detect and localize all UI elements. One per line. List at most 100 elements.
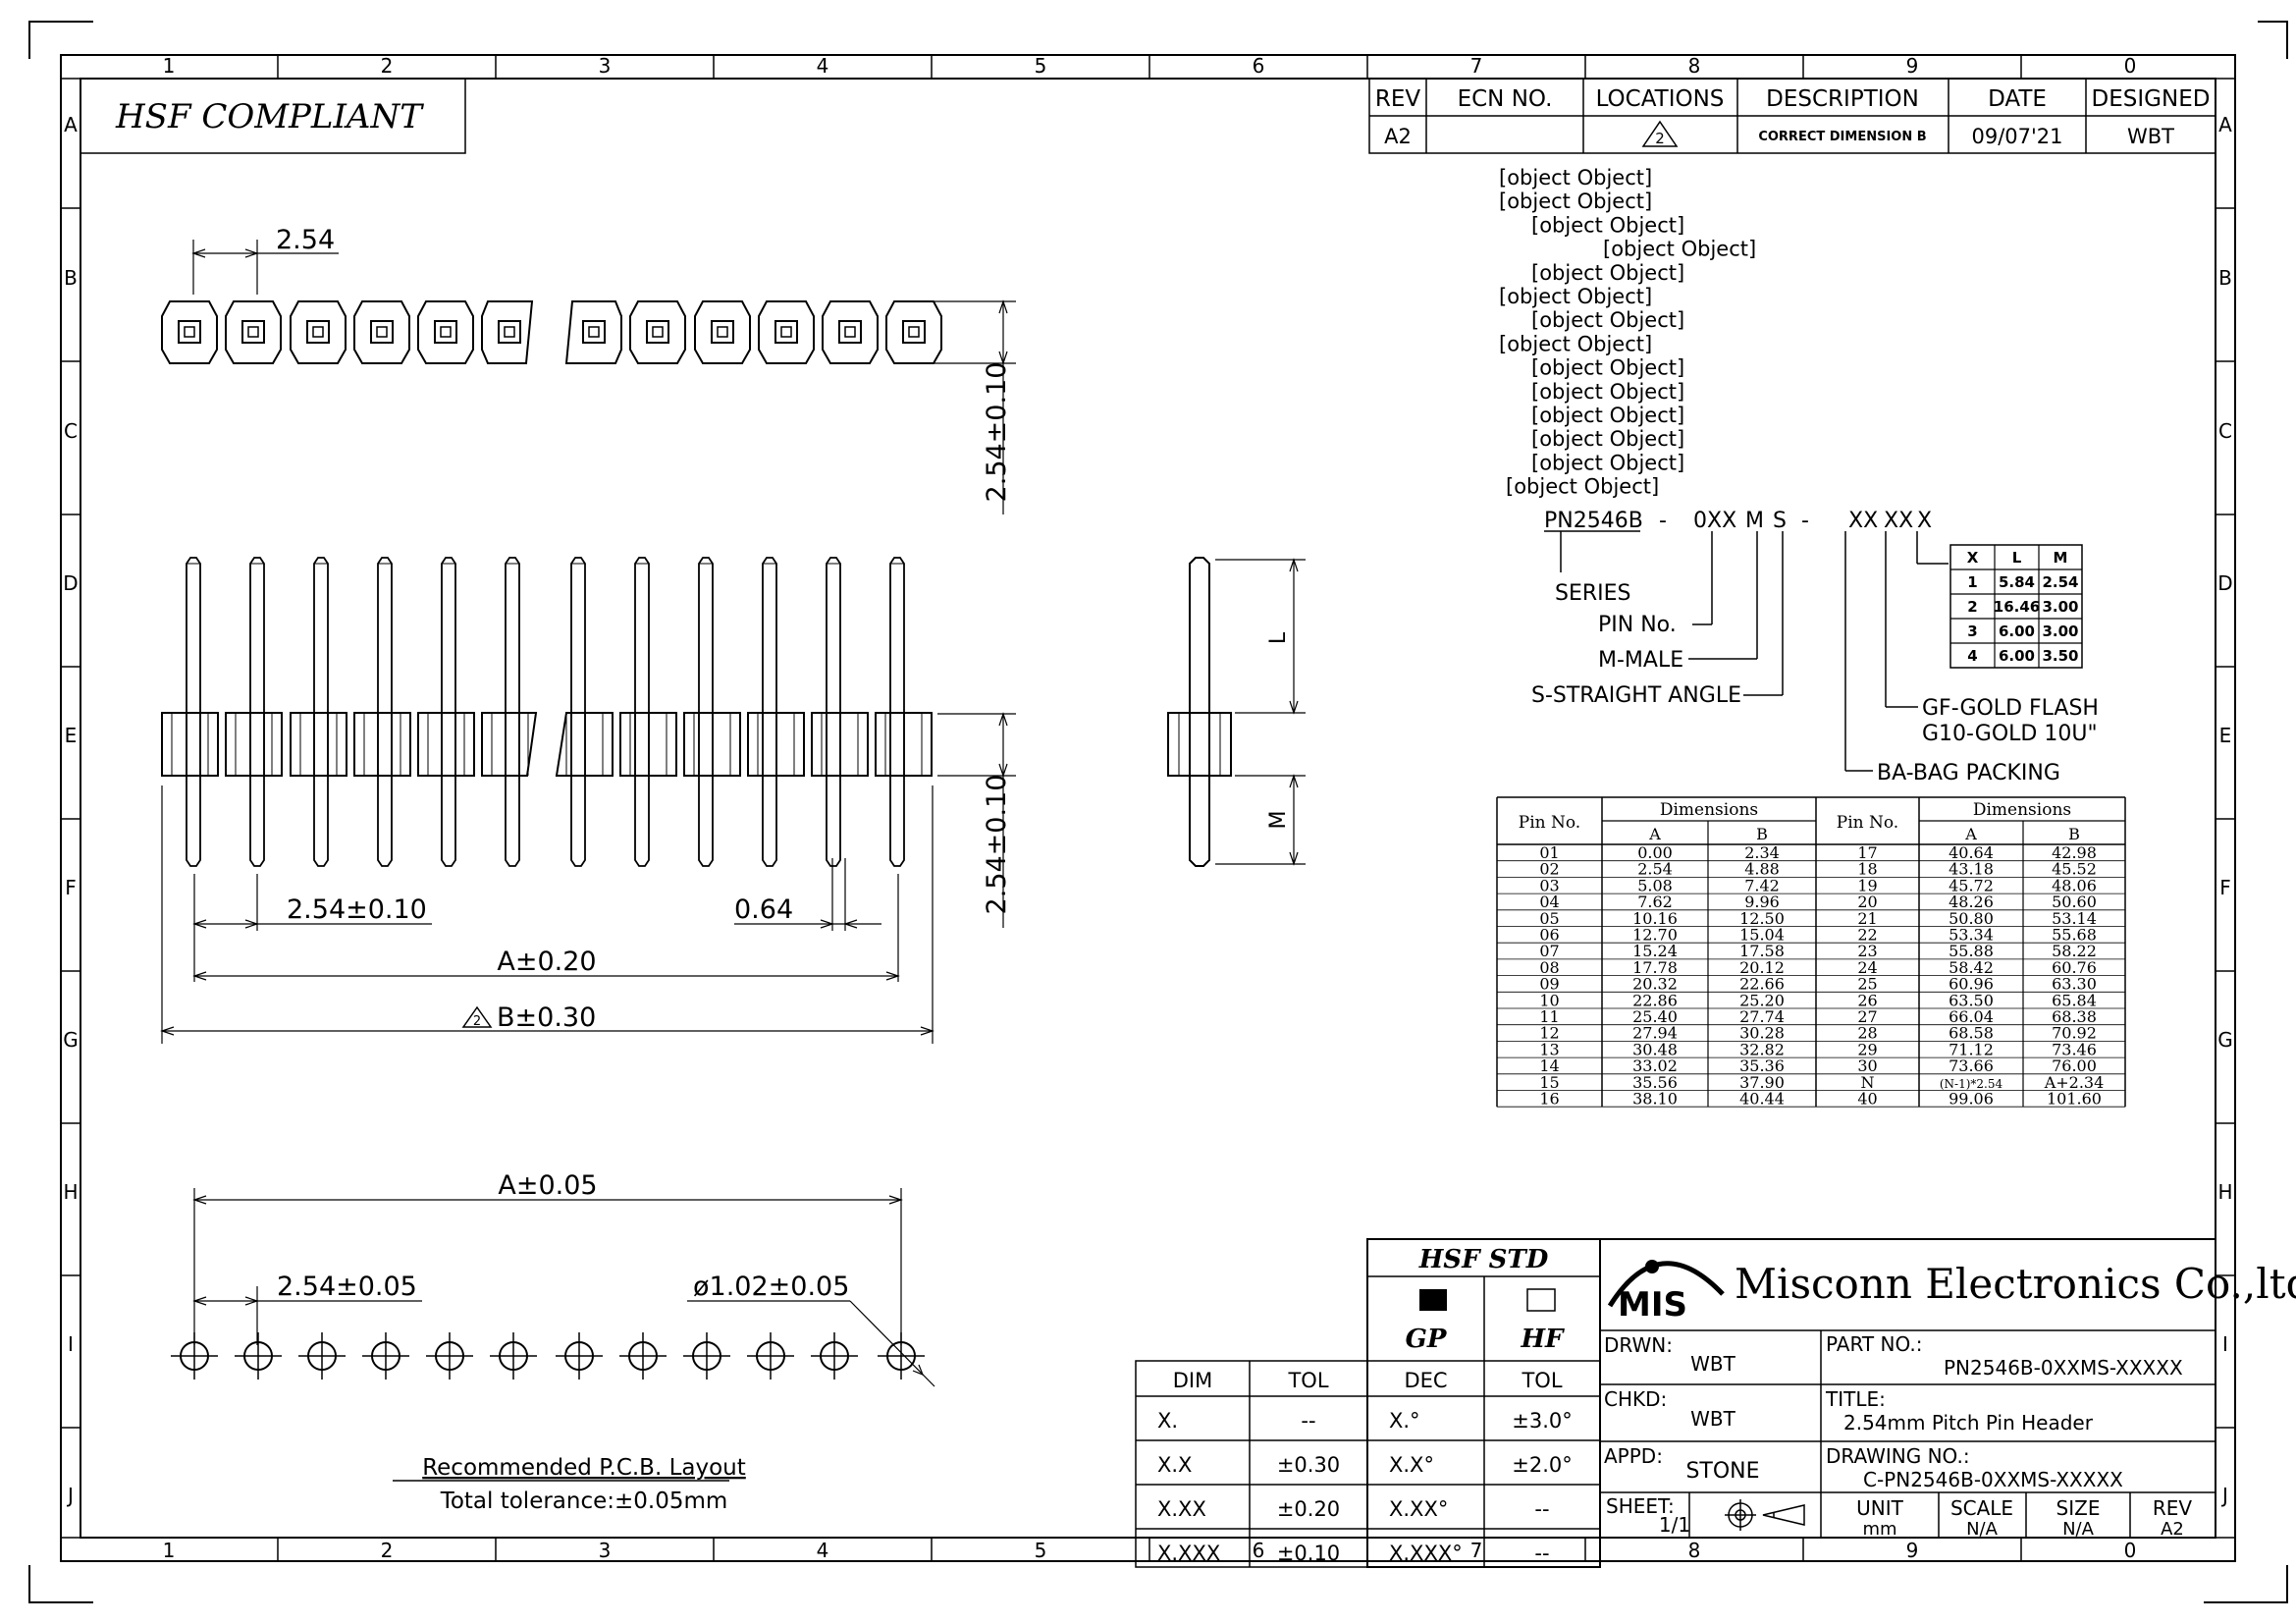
- pin-table-cell: 26: [1857, 991, 1877, 1009]
- pin-table-cell: A+2.34: [2044, 1073, 2105, 1092]
- grid-col-top: 0: [2124, 54, 2137, 78]
- xlm-cell: 6.00: [1999, 623, 2035, 640]
- dim-cell: X.: [1157, 1409, 1178, 1433]
- top-pin-square: [902, 320, 926, 344]
- pin-table-cell: 65.84: [2052, 991, 2097, 1009]
- top-pin-cell: [161, 300, 218, 364]
- pin-table-cell: 68.38: [2052, 1007, 2097, 1026]
- pn-segment: XX: [1884, 509, 1913, 533]
- rev-value-block: A2: [2161, 1519, 2184, 1540]
- grid-row-left: H: [63, 1180, 78, 1204]
- pin-table-cell: 2.54: [1637, 860, 1673, 879]
- grid-col-top: 2: [381, 54, 394, 78]
- grid-row-left: F: [65, 876, 77, 899]
- pin-table-cell: 21: [1857, 909, 1877, 928]
- top-pin-square: [582, 320, 606, 344]
- front-housing-cell: [417, 712, 475, 777]
- drawing-area: [80, 78, 2216, 1539]
- pin-table-cell: 63.30: [2052, 975, 2097, 994]
- logo-text: MIS: [1618, 1285, 1687, 1325]
- grid-col-bottom: 1: [163, 1539, 176, 1562]
- pin-table-cell: 28: [1857, 1024, 1877, 1043]
- pin-table-cell: 70.92: [2052, 1024, 2097, 1043]
- pin-table-cell: 01: [1539, 843, 1559, 862]
- xlm-cell: 2.54: [2042, 573, 2078, 591]
- pin-width-label: 0.64: [734, 894, 793, 925]
- pin-table-cell: 22.86: [1632, 991, 1678, 1009]
- pcb-tolerance: Total tolerance:±0.05mm: [440, 1489, 728, 1514]
- pin-table-cell: 24: [1857, 958, 1877, 977]
- date-value: 09/07'21: [1971, 125, 2062, 148]
- notes: [object Object][object Object][object Ob…: [1499, 166, 1756, 499]
- note-line: [object Object]: [1499, 285, 1652, 308]
- pin-table-cell: N: [1861, 1073, 1875, 1092]
- dec-cell: X.°: [1389, 1409, 1420, 1433]
- grid-row-right: G: [2217, 1028, 2233, 1052]
- pin-table-cell: 35.56: [1632, 1073, 1678, 1092]
- partno-label: PART NO.:: [1826, 1332, 1922, 1356]
- top-pin-cell: [353, 300, 410, 364]
- pin-table-cell: 43.18: [1949, 860, 1994, 879]
- grid-row-right: I: [2222, 1332, 2228, 1356]
- note-line: [object Object]: [1531, 451, 1684, 474]
- tol-header: TOL: [1287, 1369, 1328, 1392]
- xlm-header: X: [1967, 549, 1979, 567]
- pin-table-cell: 2.34: [1744, 843, 1780, 862]
- top-pin-cell: [885, 300, 942, 364]
- grid-col-top: 6: [1253, 54, 1265, 78]
- pin-table-cell: 23: [1857, 942, 1877, 960]
- chkd-value: WBT: [1690, 1407, 1735, 1431]
- drwn-value: WBT: [1690, 1352, 1735, 1376]
- description-value: CORRECT DIMENSION B: [1758, 130, 1926, 144]
- note-line: [object Object]: [1531, 213, 1684, 237]
- pin-table-cell: 27.74: [1739, 1007, 1785, 1026]
- scale-value: N/A: [1966, 1519, 1999, 1540]
- revision-table: REV ECN NO. LOCATIONS DESCRIPTION DATE D…: [1368, 78, 2216, 154]
- b-triangle-icon: [461, 1005, 493, 1028]
- pin-table-cell: (N-1)*2.54: [1940, 1077, 2003, 1091]
- pin-table-cell: 20.12: [1739, 958, 1785, 977]
- tol-cell: ±0.20: [1277, 1497, 1340, 1521]
- xlm-cell: 3.00: [2042, 598, 2078, 616]
- height-side-label: 2.54±0.10: [982, 775, 1012, 915]
- ecn-header: ECN NO.: [1458, 86, 1553, 112]
- rev-label: REV: [2153, 1496, 2193, 1520]
- grid-col-bottom: 6: [1253, 1539, 1265, 1562]
- pin-table-cell: 17.58: [1739, 942, 1785, 960]
- xlm-header: L: [2012, 549, 2022, 567]
- top-pin-cell: [290, 300, 347, 364]
- front-pin: [249, 557, 265, 867]
- drawing-value: C-PN2546B-0XXMS-XXXXX: [1863, 1468, 2123, 1491]
- pn-segment: X: [1917, 509, 1932, 533]
- pin-table-cell: 16: [1539, 1090, 1559, 1109]
- pin-table-cell: 48.06: [2052, 876, 2097, 894]
- pin-table-cell: 18: [1857, 860, 1877, 879]
- pin-table-cell: 12.50: [1739, 909, 1785, 928]
- b-header: B: [1756, 825, 1768, 843]
- sheet-value: 1/1: [1659, 1513, 1690, 1537]
- pin-table-cell: 35.36: [1739, 1056, 1785, 1075]
- tol-cell: ±3.0°: [1512, 1409, 1573, 1433]
- front-pin: [505, 557, 520, 867]
- tol-cell: ±0.10: [1277, 1542, 1340, 1565]
- pin-table-cell: 40.64: [1949, 843, 1994, 862]
- pcb-title: Recommended P.C.B. Layout: [422, 1455, 746, 1481]
- designed-header: DESIGNED: [2092, 86, 2211, 112]
- note-line: [object Object]: [1499, 332, 1652, 355]
- a-front-label: A±0.20: [497, 947, 596, 977]
- note-line: [object Object]: [1531, 356, 1684, 380]
- top-pin-square: [178, 320, 201, 344]
- grid-row-right: F: [2219, 876, 2231, 899]
- appd-label: APPD:: [1604, 1444, 1663, 1468]
- top-pin-cell: [694, 300, 751, 364]
- side-view: [1167, 557, 1306, 867]
- note-line: [object Object]: [1499, 166, 1652, 189]
- pin-table-cell: 02: [1539, 860, 1559, 879]
- pin-table-cell: 04: [1539, 893, 1559, 911]
- pin-table-cell: 50.60: [2052, 893, 2097, 911]
- note-line: [object Object]: [1506, 475, 1659, 499]
- note-line: [object Object]: [1531, 404, 1684, 427]
- pin-table-cell: 03: [1539, 876, 1559, 894]
- grid-row-right: D: [2217, 571, 2232, 595]
